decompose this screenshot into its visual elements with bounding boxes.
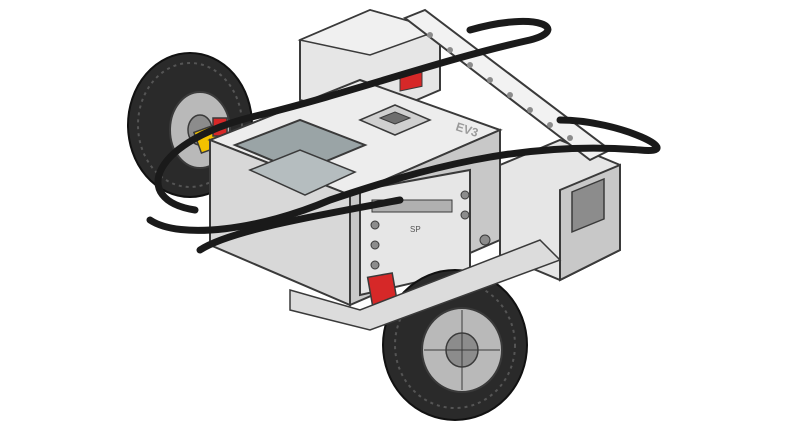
port-label: SP	[410, 225, 421, 234]
cables	[146, 17, 661, 254]
brick-mark: EV3	[454, 120, 480, 140]
base-plate	[289, 239, 562, 331]
